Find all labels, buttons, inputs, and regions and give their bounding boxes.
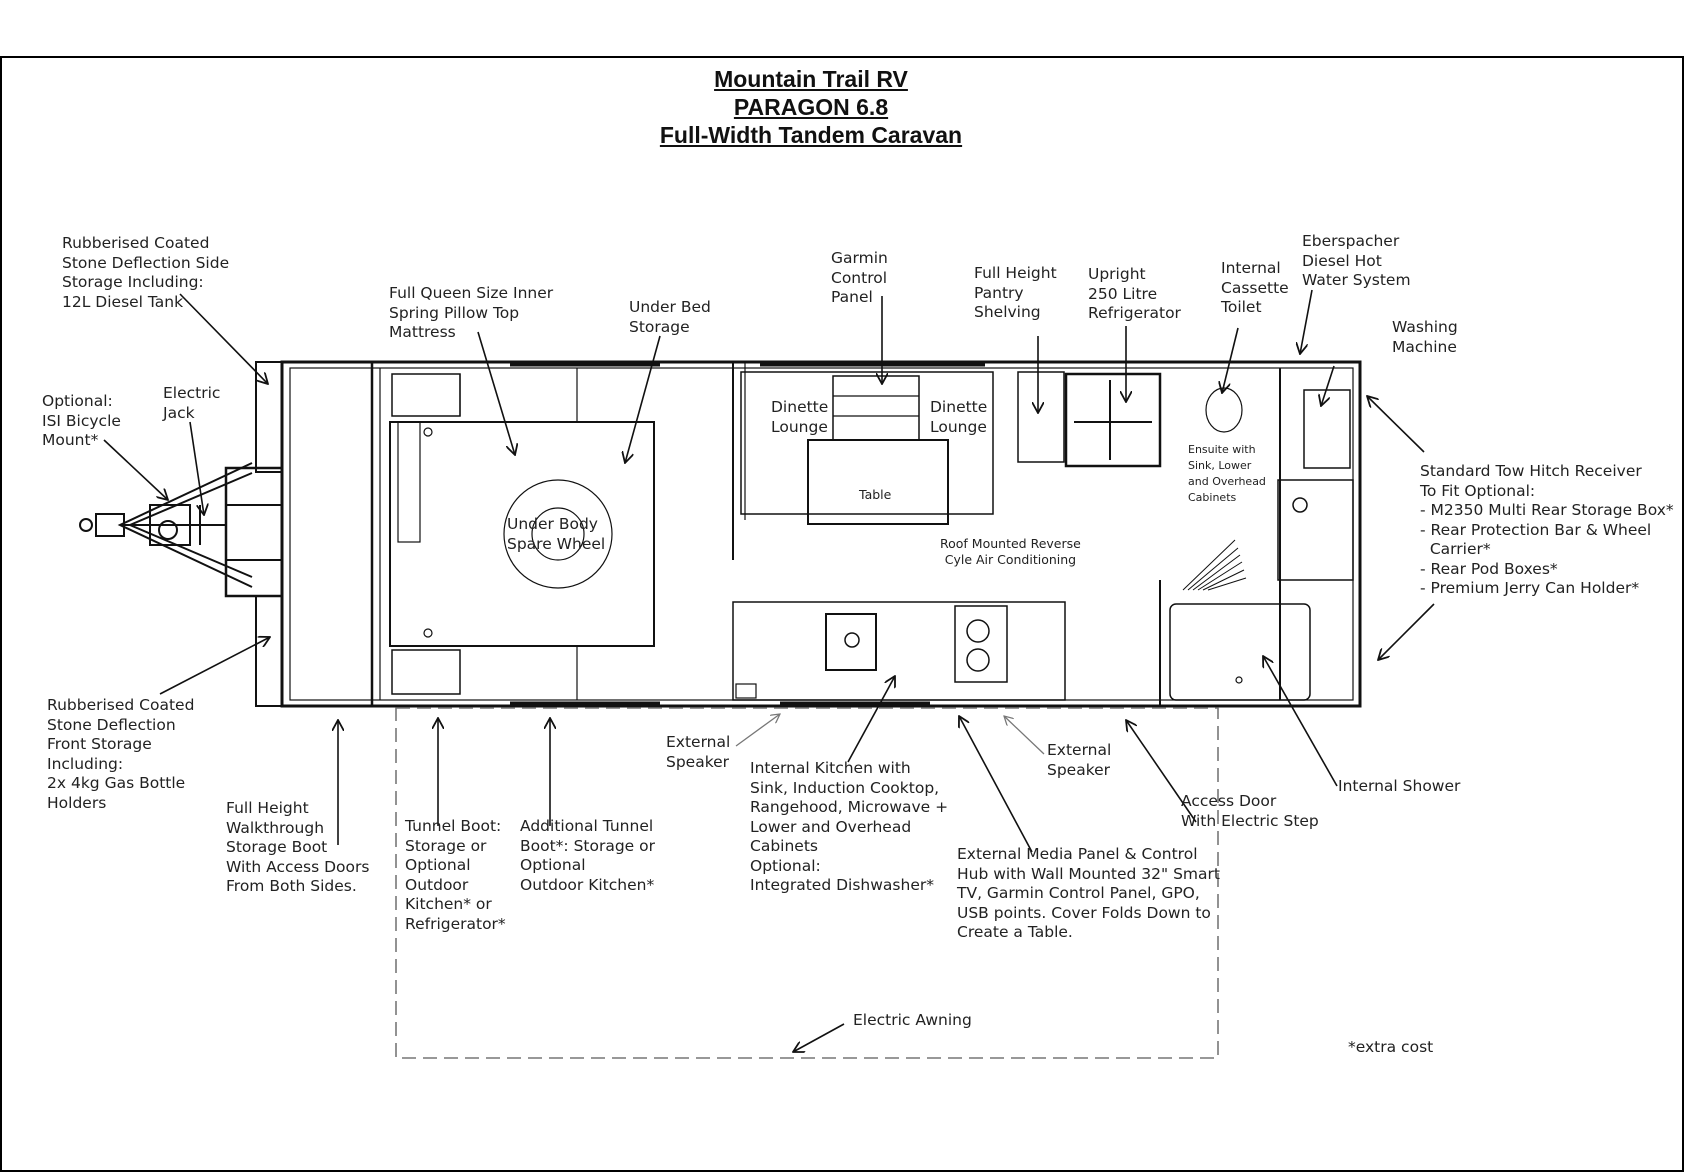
drawing-border [0,56,1684,1172]
label-air-conditioning: Roof Mounted Reverse Cyle Air Conditioni… [940,536,1081,567]
label-spare-wheel: Under Body Spare Wheel [507,515,606,553]
label-side-storage: Rubberised Coated Stone Deflection Side … [62,234,230,311]
label-dinette-right: Dinette Lounge [930,398,988,436]
label-front-storage: Rubberised Coated Stone Deflection Front… [47,696,195,812]
label-tow-hitch: Standard Tow Hitch Receiver To Fit Optio… [1420,462,1674,597]
label-extra-cost: *extra cost [1348,1038,1434,1056]
label-ensuite: Ensuite with Sink, Lower and Overhead Ca… [1188,443,1266,504]
bathroom [1169,387,1354,701]
label-electric-jack: Electric Jack [163,384,221,422]
label-under-bed-storage: Under Bed Storage [629,298,711,336]
label-media-panel: External Media Panel & Control Hub with … [957,845,1220,941]
bedroom [389,361,660,707]
label-access-door: Access Door With Electric Step [1181,792,1319,830]
drawbar [79,462,284,598]
label-dinette-left: Dinette Lounge [771,398,829,436]
label-electric-awning: Electric Awning [853,1011,972,1029]
kitchen [732,601,1066,707]
label-external-speaker-left: External Speaker [666,733,731,771]
label-garmin-panel: Garmin Control Panel [831,249,888,306]
label-internal-kitchen: Internal Kitchen with Sink, Induction Co… [750,759,949,894]
label-pantry: Full Height Pantry Shelving [974,264,1057,321]
awning [395,707,1219,1059]
label-table: Table [859,487,892,502]
label-mattress: Full Queen Size Inner Spring Pillow Top … [389,284,554,341]
label-refrigerator: Upright 250 Litre Refrigerator [1088,265,1181,322]
label-washing-machine: Washing Machine [1392,318,1458,356]
front-storage-boxes [255,361,283,707]
title-line-1: Mountain Trail RV [714,66,908,92]
label-external-speaker-right: External Speaker [1047,741,1112,779]
label-walkthrough-boot: Full Height Walkthrough Storage Boot Wit… [226,799,370,895]
label-tunnel-boot: Tunnel Boot: Storage or Optional Outdoor… [405,817,506,933]
label-toilet: Internal Cassette Toilet [1221,259,1289,316]
title-line-3: Full-Width Tandem Caravan [659,122,963,148]
label-internal-shower: Internal Shower [1338,777,1461,795]
label-hot-water: Eberspacher Diesel Hot Water System [1302,232,1411,289]
label-additional-tunnel-boot: Additional Tunnel Boot*: Storage or Opti… [520,817,656,894]
title-line-2: PARAGON 6.8 [733,94,889,120]
label-bicycle-mount: Optional: ISI Bicycle Mount* [42,392,121,449]
dinette [740,361,994,525]
pantry-fridge [1017,371,1162,468]
